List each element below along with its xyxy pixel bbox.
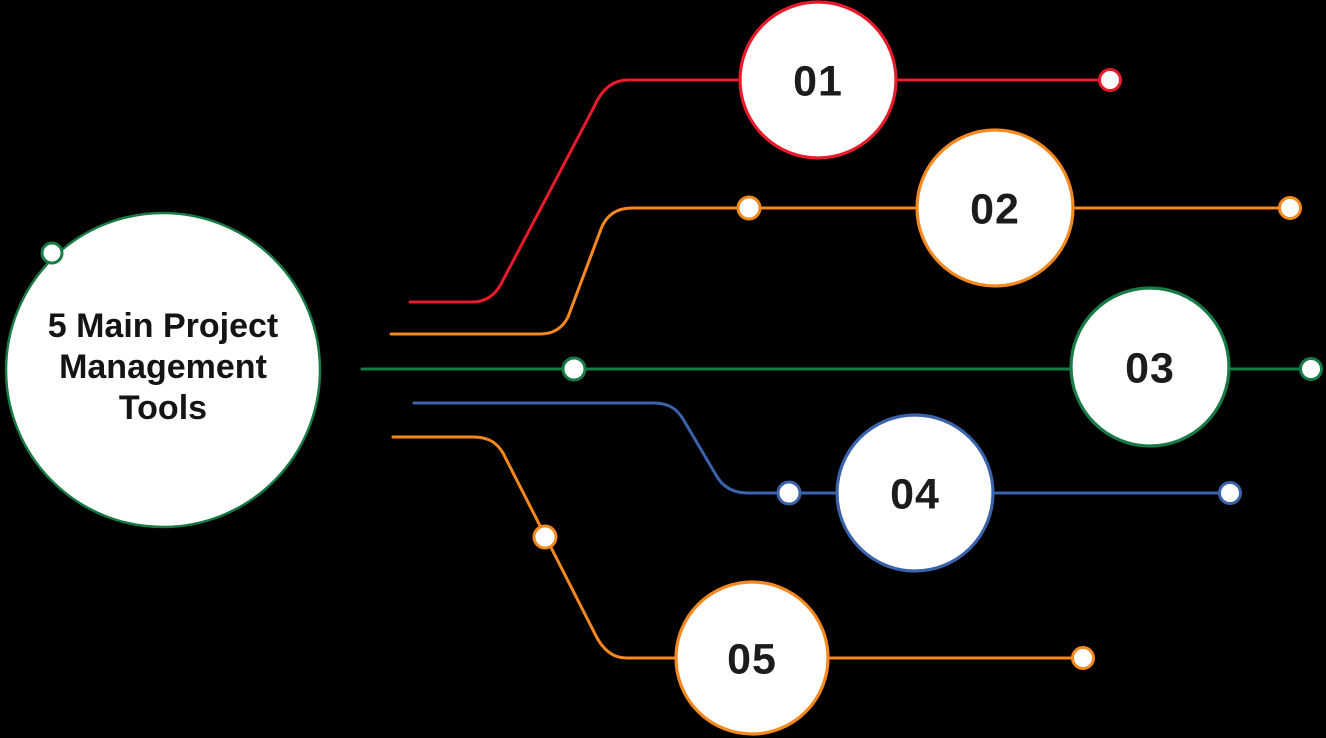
connector-mid-dot-02 bbox=[736, 195, 762, 221]
hub-marker-dot bbox=[40, 241, 64, 265]
node-label-04: 04 bbox=[890, 470, 940, 518]
hub-title-line-3: Tools bbox=[119, 389, 207, 427]
connector-end-dot-02 bbox=[1278, 196, 1302, 220]
node-label-02: 02 bbox=[970, 185, 1020, 233]
connector-end-dot-05 bbox=[1071, 646, 1095, 670]
connector-path-02 bbox=[389, 206, 1281, 336]
connector-path-04 bbox=[412, 401, 1221, 495]
node-circle-02 bbox=[915, 128, 1075, 288]
connector-mid-dot-03 bbox=[561, 356, 587, 382]
hub-circle bbox=[4, 211, 322, 529]
hub-title-line-2: Management bbox=[59, 348, 267, 386]
node-label-01: 01 bbox=[793, 57, 843, 105]
node-label-03: 03 bbox=[1125, 344, 1175, 392]
connector-end-dot-03 bbox=[1299, 357, 1323, 381]
node-circle-05 bbox=[674, 580, 830, 736]
connector-mid-dot-05 bbox=[532, 524, 558, 550]
node-label-05: 05 bbox=[727, 635, 777, 683]
node-circle-01 bbox=[738, 0, 898, 160]
connector-end-dot-01 bbox=[1098, 68, 1122, 92]
hub-title-line-1: 5 Main Project bbox=[48, 307, 279, 345]
node-circle-04 bbox=[835, 413, 995, 573]
node-circle-03 bbox=[1069, 286, 1231, 448]
connector-mid-dot-04 bbox=[776, 480, 802, 506]
connector-end-dot-04 bbox=[1218, 481, 1242, 505]
connector-path-01 bbox=[408, 78, 1102, 304]
